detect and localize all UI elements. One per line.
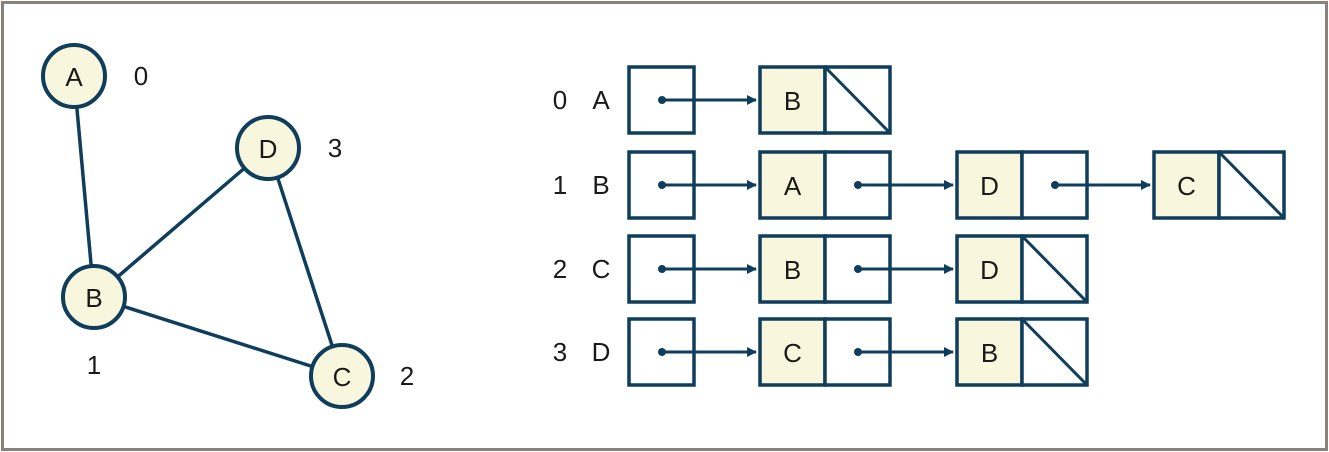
edge-b-c — [93, 295, 343, 378]
node-data-cell — [955, 317, 1024, 387]
node-label: A — [65, 62, 83, 92]
node-data-label: B — [784, 86, 801, 116]
node-index-label: 2 — [400, 361, 414, 391]
list-node-d: D — [955, 234, 1089, 304]
list-node-c: C — [758, 317, 954, 387]
node-data-cell — [955, 234, 1024, 304]
list-node-b: B — [758, 65, 892, 135]
list-node-d: D — [955, 150, 1151, 220]
node-data-cell — [758, 65, 827, 135]
graph-node-b: B1 — [61, 264, 127, 380]
node-circle — [235, 115, 301, 181]
edge-d-c — [266, 147, 344, 377]
node-data-label: B — [981, 338, 998, 368]
node-index-label: 0 — [134, 61, 148, 91]
node-data-cell — [955, 150, 1024, 220]
list-node-b: B — [955, 317, 1089, 387]
node-data-label: D — [980, 171, 999, 201]
node-data-label: C — [1177, 171, 1196, 201]
node-data-label: D — [980, 255, 999, 285]
row-vertex: B — [592, 170, 609, 200]
row-vertex: C — [592, 254, 611, 284]
node-index-label: 3 — [328, 133, 342, 163]
list-node-c: C — [1152, 150, 1286, 220]
node-data-cell — [758, 234, 827, 304]
edge-b-d — [92, 146, 270, 299]
row-index: 0 — [553, 85, 567, 115]
node-label: D — [259, 134, 278, 164]
row-index: 3 — [553, 337, 567, 367]
node-data-label: B — [784, 255, 801, 285]
node-circle — [309, 343, 375, 409]
node-circle — [61, 264, 127, 330]
row-index: 1 — [553, 170, 567, 200]
null-pointer-slash — [1020, 317, 1089, 387]
node-index-label: 1 — [87, 350, 101, 380]
null-pointer-slash — [1020, 234, 1089, 304]
null-pointer-slash — [823, 65, 892, 135]
row-index: 2 — [553, 254, 567, 284]
row-vertex: A — [592, 85, 610, 115]
null-pointer-slash — [1217, 150, 1286, 220]
row-vertex: D — [592, 337, 611, 367]
node-label: C — [333, 362, 352, 392]
node-circle — [41, 43, 107, 109]
edge-a-b — [72, 75, 96, 298]
node-data-label: C — [783, 338, 802, 368]
graph-edges — [72, 75, 344, 378]
list-node-b: B — [758, 234, 954, 304]
list-node-a: A — [758, 150, 954, 220]
node-data-cell — [1152, 150, 1221, 220]
node-data-label: A — [784, 171, 802, 201]
node-label: B — [85, 283, 102, 313]
